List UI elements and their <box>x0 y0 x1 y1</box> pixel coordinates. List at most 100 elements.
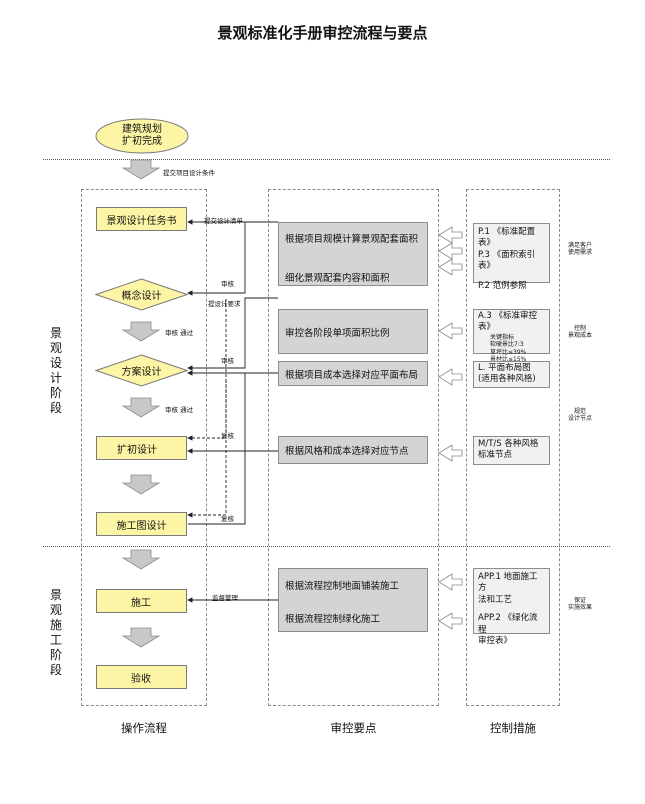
task-book-label: 景观设计任务书 <box>106 215 177 227</box>
concept-label: 概念设计 <box>121 291 162 302</box>
left-arrow-m1 <box>438 242 463 260</box>
review-point-3-text: 根据项目成本选择对应平面布局 <box>285 369 419 381</box>
prelim-box: 扩初设计 <box>96 436 187 460</box>
scheme-label: 方案设计 <box>121 367 162 378</box>
measure-2: A.3 《标准审控表》 关键指标 软硬景比7:3 草坪比≤39% 景材比≤15% <box>473 309 550 363</box>
connector-recheck <box>188 373 246 525</box>
measure-1-line1: P.1 《标准配置表》 <box>478 227 536 249</box>
stage-label-construction: 景 观 施 工 阶 段 <box>49 588 63 678</box>
flow-column-box <box>81 189 207 706</box>
down-arrow-6 <box>121 627 161 648</box>
footer-measures: 控制措施 <box>490 721 536 735</box>
side-note-1-line2: 使用需求 <box>567 249 592 257</box>
review-point-5-line1: 根据流程控制地面铺装施工 <box>285 581 400 592</box>
measure-4-line1: M/T/S 各种风格 <box>478 439 539 449</box>
stage-divider-top <box>43 159 610 160</box>
measure-5: APP.1 地面施工方 法和工艺 APP.2 《绿化流程 审控表》 <box>473 568 550 646</box>
prelim-label: 扩初设计 <box>117 444 157 456</box>
stage-design-char-3: 设 <box>49 356 62 370</box>
stage-design-char-4: 计 <box>49 371 62 385</box>
side-note-1: 满足客户 使用需求 <box>562 242 598 256</box>
measure-4: M/T/S 各种风格 标准节点 <box>473 436 550 465</box>
label-submit-conditions: 提交项目设计条件 <box>163 169 215 177</box>
left-arrow-m2 <box>438 322 463 340</box>
measure-3-line2: (适用各种风格) <box>478 374 536 385</box>
measure-3-line1: L. 平面布局图 <box>478 363 531 373</box>
construction-box: 施工 <box>96 589 187 613</box>
concept-diamond: 概念设计 <box>95 278 188 311</box>
side-note-4: 保证 实施效果 <box>562 597 598 611</box>
scheme-diamond: 方案设计 <box>95 354 188 387</box>
start-ellipse: 建筑规划扩初完成 <box>95 118 189 154</box>
left-arrow-m3 <box>438 368 463 386</box>
construction-drawing-box: 施工图设计 <box>96 512 187 536</box>
footer-review: 审控要点 <box>330 721 377 735</box>
review-column-box <box>268 189 439 706</box>
measure-2-item3: 草坪比≤39% <box>490 348 527 356</box>
start-line1: 建筑规划 <box>122 124 162 135</box>
measure-5-line1: APP.1 地面施工方 <box>478 572 538 594</box>
review-point-5-line2: 根据流程控制绿化施工 <box>285 614 381 625</box>
stage-design-char-5: 阶 <box>49 386 62 400</box>
measure-1-line3: P.2 范例参照 <box>478 280 527 291</box>
measure-1-line2: P.3 《面积索引表》 <box>478 249 536 272</box>
measure-2-head: A.3 《标准审控表》 <box>478 311 537 333</box>
measure-5-line2: 法和工艺 <box>478 594 513 605</box>
left-arrow-m1c <box>438 258 463 276</box>
connector-dashed-2 <box>187 380 227 518</box>
label-review-1: 审核 <box>221 280 234 288</box>
stage-design-char-6: 段 <box>49 401 62 415</box>
side-note-2-line1: 控制 <box>573 325 586 332</box>
start-line2: 扩初完成 <box>122 136 162 147</box>
label-submit-list: 提交设计清单 <box>204 217 243 225</box>
left-arrow-m5a <box>438 573 463 591</box>
side-note-4-line1: 保证 <box>573 597 586 604</box>
label-recheck-2: 复核 <box>221 515 234 523</box>
stage-design-char-2: 观 <box>49 341 62 355</box>
left-arrow-m4 <box>438 444 463 462</box>
down-arrow-1 <box>121 159 161 180</box>
label-review-pass-1: 审核 通过 <box>165 329 194 337</box>
review-point-2: 审控各阶段单项面积比例 <box>278 309 428 354</box>
measure-5-line3: APP.2 《绿化流程 <box>478 613 538 635</box>
diamond-shape <box>95 354 188 387</box>
side-note-2-line2: 景观成本 <box>567 332 592 340</box>
side-note-3-line1: 规范 <box>573 408 586 415</box>
left-arrow-m1b <box>438 226 463 244</box>
review-point-4-text: 根据风格和成本选择对应节点 <box>285 446 409 457</box>
measure-1: P.1 《标准配置表》 P.3 《面积索引表》 P.2 范例参照 <box>473 223 550 291</box>
stage-design-char-1: 景 <box>49 326 62 340</box>
measure-2-item4: 景材比≤15% <box>490 356 527 364</box>
measure-4-line2: 标准节点 <box>478 450 513 461</box>
measures-column-box <box>466 189 560 706</box>
down-arrow-2 <box>121 321 161 342</box>
acceptance-box: 验收 <box>96 665 187 689</box>
side-note-2: 控制 景观成本 <box>562 325 598 339</box>
review-point-2-text: 审控各阶段单项面积比例 <box>285 327 390 339</box>
task-book-box: 景观设计任务书 <box>96 207 187 231</box>
left-arrow-m5b <box>438 612 463 630</box>
stage-label-design: 景 观 设 计 阶 段 <box>49 326 63 416</box>
construction-label: 施工 <box>131 597 151 609</box>
review-point-4: 根据风格和成本选择对应节点 <box>278 436 428 464</box>
stage-construction-char-6: 段 <box>49 663 62 677</box>
measure-3: L. 平面布局图 (适用各种风格) <box>473 361 550 388</box>
stage-construction-char-3: 施 <box>49 618 62 632</box>
construction-drawing-label: 施工图设计 <box>116 520 167 532</box>
connector-review-concept <box>187 222 246 296</box>
review-point-1: 根据项目规模计算景观配套面积 细化景观配套内容和面积 <box>278 222 428 286</box>
label-submit-req: 提设计要求 <box>208 300 241 308</box>
down-arrow-4 <box>121 474 161 495</box>
acceptance-label: 验收 <box>131 673 151 685</box>
stage-divider-middle <box>43 546 610 547</box>
measure-2-item1: 关键指标 <box>490 333 515 341</box>
connector-dashed-1 <box>187 299 227 441</box>
side-note-3: 规范 设计节点 <box>562 408 598 422</box>
review-point-5: 根据流程控制地面铺装施工 根据流程控制绿化施工 <box>278 568 428 632</box>
footer-flow: 操作流程 <box>121 721 167 735</box>
measure-5-line4: 审控表》 <box>478 636 513 647</box>
down-arrow-5 <box>121 549 161 570</box>
label-review-pass-2: 审核 通过 <box>165 406 194 414</box>
connector-req-concept <box>187 297 278 371</box>
